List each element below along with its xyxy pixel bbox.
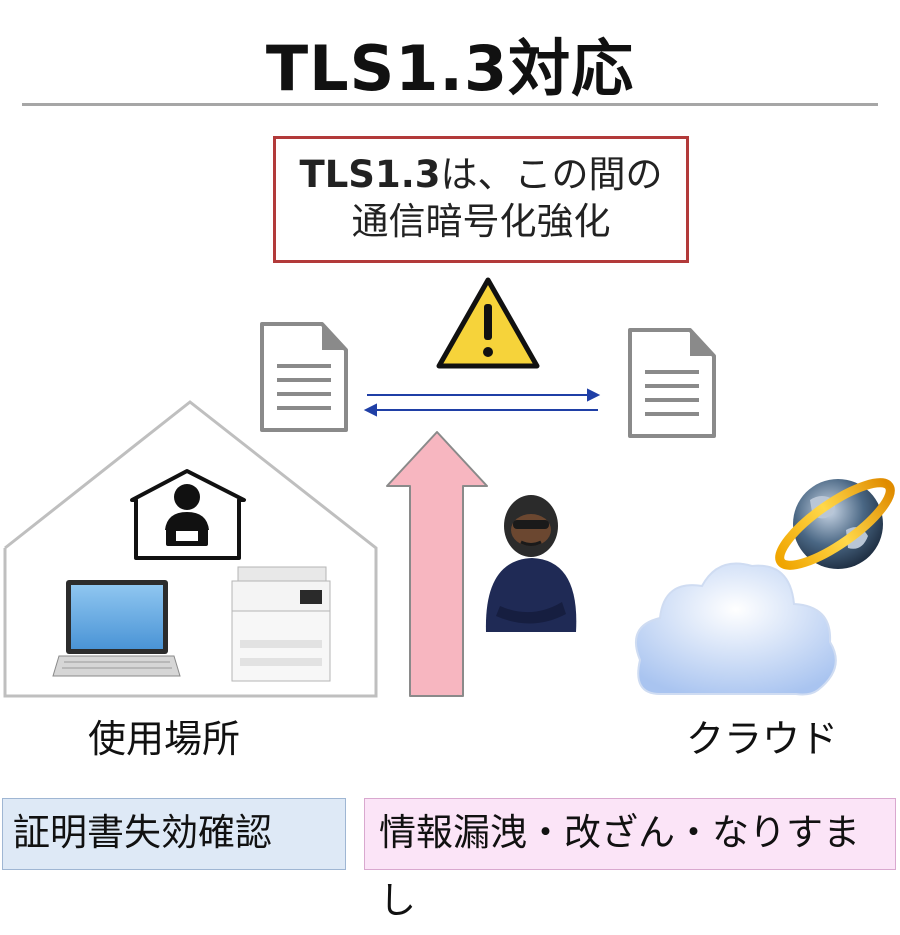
user-icon: [130, 469, 246, 560]
exchange-arrows: [363, 388, 601, 417]
callout-line2-text: 通信暗号化強化: [351, 200, 611, 243]
document-icon: [260, 322, 348, 432]
tls-callout-box: TLS1.3は、この間の 通信暗号化強化: [273, 136, 689, 263]
warning-triangle-icon: [436, 277, 540, 369]
callout-line1-text: は、この間の: [440, 153, 663, 196]
cloud-icon: [635, 562, 837, 696]
attack-arrow: [386, 431, 488, 697]
diagram-canvas: [3, 277, 895, 698]
printer-icon: [231, 566, 331, 682]
attacker-icon: [485, 495, 577, 632]
place-label: 使用場所: [88, 717, 241, 761]
laptop-icon: [52, 580, 181, 677]
page-title: TLS1.3対応: [265, 32, 635, 105]
title-divider: [22, 103, 878, 106]
callout-tls-version: TLS1.3: [299, 153, 441, 196]
cloud-label: クラウド: [686, 717, 839, 761]
globe-icon: [775, 478, 895, 570]
document-icon-cloud: [628, 328, 716, 438]
house-outline: [3, 400, 378, 698]
security-risks-tag: 情報漏洩・改ざん・なりすまし: [364, 798, 896, 922]
certificate-revocation-tag: 証明書失効確認: [2, 798, 346, 870]
